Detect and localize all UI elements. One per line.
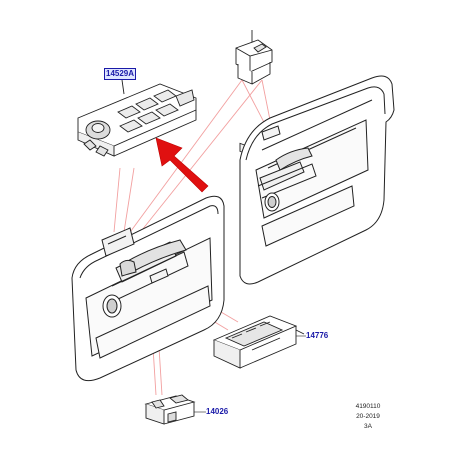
label-pointers bbox=[194, 335, 306, 413]
driver-window-switch-pack bbox=[77, 79, 197, 157]
label-14529a: 14529A bbox=[104, 68, 137, 80]
single-window-switch bbox=[144, 394, 196, 425]
label-14026: 14026 bbox=[206, 407, 229, 416]
red-arrow bbox=[155, 137, 209, 193]
rear-control-switch bbox=[212, 315, 305, 369]
front-door-trim-panel bbox=[71, 195, 225, 382]
reference-sheet: 3A bbox=[364, 423, 372, 430]
reference-code: 4190110 bbox=[355, 403, 381, 410]
label-14776: 14776 bbox=[306, 331, 329, 340]
reference-date: 20-2019 bbox=[356, 413, 380, 420]
rear-door-trim-panel bbox=[239, 75, 395, 285]
